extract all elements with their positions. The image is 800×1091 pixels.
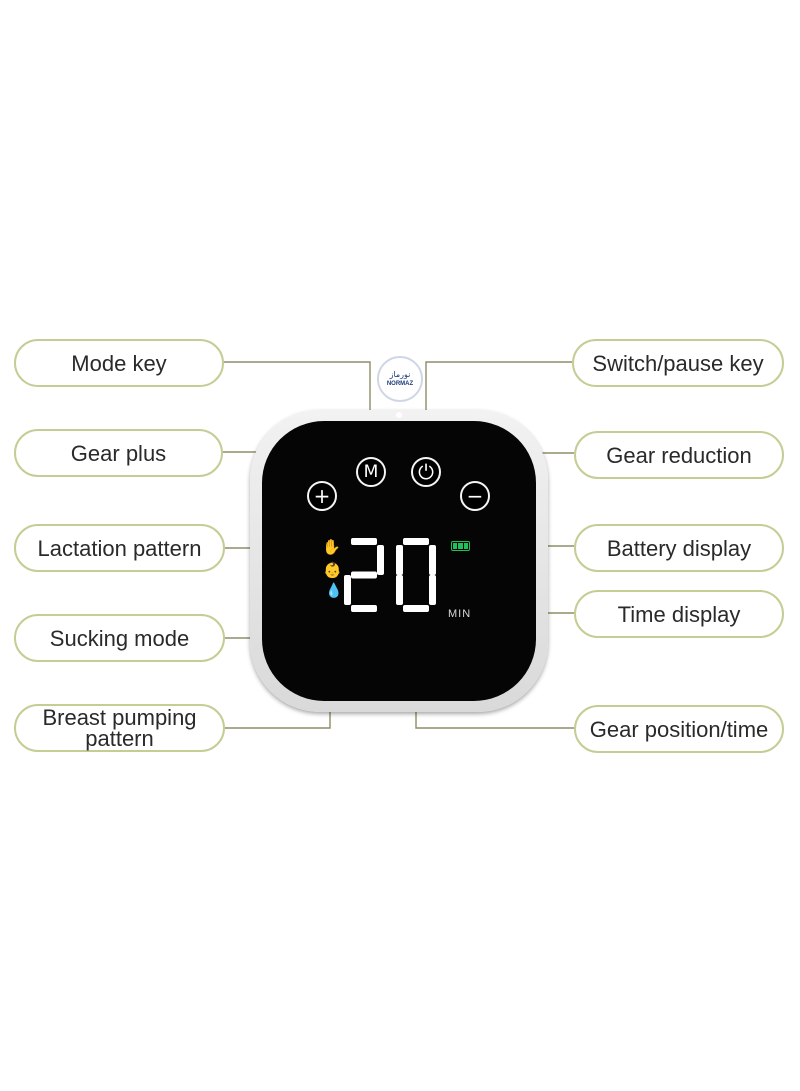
digit-segment [429, 545, 436, 575]
digit-segment [396, 575, 403, 605]
brand-logo: نورماز NORMAZ [377, 356, 423, 402]
drop-icon: 💧 [325, 583, 343, 599]
digit-segment [429, 575, 436, 605]
digit-segment [396, 545, 403, 575]
label-breast-pumping-pattern: Breast pumping pattern [14, 704, 225, 752]
label-mode-key: Mode key [14, 339, 224, 387]
hand-icon: ✋ [322, 538, 341, 556]
battery-bar [453, 543, 458, 549]
label-switch-pause-key: Switch/pause key [572, 339, 784, 387]
label-gear-plus: Gear plus [14, 429, 223, 477]
brand-logo-arabic: نورماز [389, 370, 411, 379]
battery-bar [463, 543, 468, 549]
power-icon-button[interactable]: ⏻ [411, 457, 441, 487]
digit-segment [351, 571, 377, 579]
time-unit-label: MIN [448, 608, 472, 620]
digit-segment [351, 605, 377, 612]
indicator-light [396, 412, 402, 418]
digit-segment [403, 605, 429, 612]
battery-bar [458, 543, 463, 549]
battery-icon [451, 541, 470, 551]
label-breast-pumping-pattern-line1: Breast pumping [42, 705, 197, 730]
gear-minus-button[interactable]: − [460, 481, 490, 511]
label-battery-display: Battery display [574, 524, 784, 572]
digit-segment [351, 538, 377, 545]
label-time-display: Time display [574, 590, 784, 638]
label-gear-reduction: Gear reduction [574, 431, 784, 479]
mode-key-button[interactable]: M [356, 457, 386, 487]
label-breast-pumping-pattern-line2: pattern [85, 726, 154, 751]
baby-icon: 👶 [323, 561, 342, 579]
label-gear-position-time: Gear position/time [574, 705, 784, 753]
label-lactation-pattern: Lactation pattern [14, 524, 225, 572]
digit-segment [403, 538, 429, 545]
digit-segment [377, 545, 384, 575]
gear-plus-button[interactable]: + [307, 481, 337, 511]
digit-segment [344, 575, 351, 605]
seven-segment-display [344, 538, 436, 612]
label-sucking-mode: Sucking mode [14, 614, 225, 662]
brand-logo-latin: NORMAZ [386, 381, 414, 387]
